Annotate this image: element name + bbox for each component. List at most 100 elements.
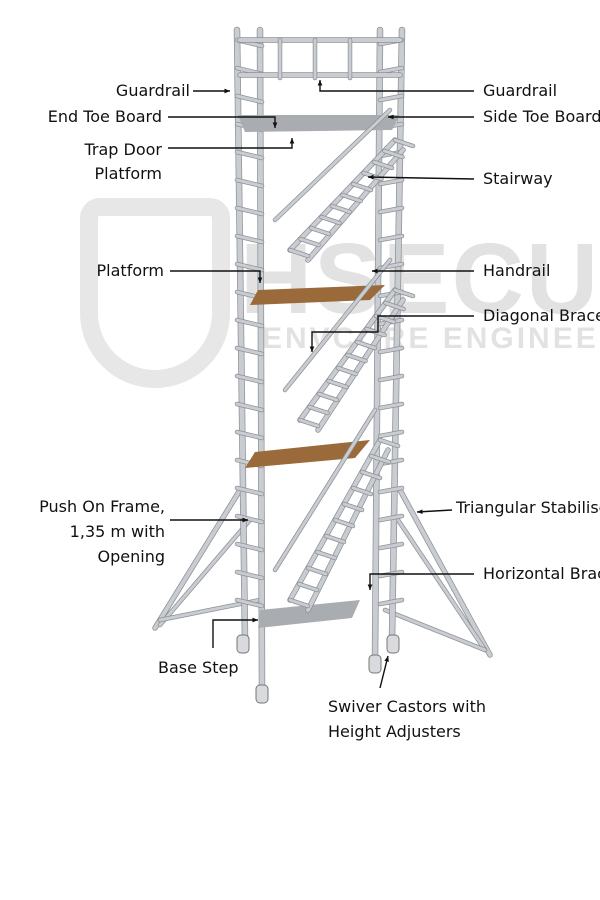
label-trap-door: Trap Door — [84, 140, 162, 159]
stair-step — [378, 438, 400, 448]
label-castors: Swiver Castors with — [328, 697, 486, 716]
leader-platform-head — [257, 277, 263, 283]
label-diagonal-brace: Diagonal Brace — [483, 306, 600, 325]
stair-step — [299, 237, 320, 247]
stair-step — [306, 566, 328, 576]
stair-step — [360, 470, 382, 480]
label-platform: Platform — [96, 261, 164, 280]
label-end-toe-board: End Toe Board — [47, 107, 162, 126]
stair-step — [315, 550, 337, 560]
stabiliser-right-brace — [396, 518, 487, 652]
handrail-tube — [273, 408, 377, 572]
stabiliser-right — [398, 488, 492, 657]
stair-step — [372, 160, 394, 170]
stair-step — [383, 149, 404, 159]
frame-rung — [235, 234, 264, 244]
frame-rung — [235, 262, 264, 272]
frame-rung — [235, 542, 264, 552]
stair-step — [393, 288, 415, 298]
label-stairway: Stairway — [483, 169, 553, 188]
stair-step — [355, 340, 377, 350]
leader-triangular-stabiliser-head — [417, 509, 423, 515]
frame-rung — [378, 374, 404, 382]
stair-step — [288, 248, 310, 258]
frame-rung — [235, 318, 264, 328]
frame-rung — [378, 402, 404, 410]
handrail-tube — [283, 258, 392, 392]
stabiliser-right-foot — [383, 608, 487, 652]
leader-stairway — [367, 176, 475, 180]
frame-rung — [378, 542, 404, 550]
leader-stairway-head — [368, 174, 374, 180]
leader-guardrail-left-head — [224, 88, 230, 94]
leader-base-step — [212, 619, 258, 648]
stair-step — [369, 454, 391, 464]
stair-step — [336, 366, 358, 376]
stair-step — [324, 534, 346, 544]
stair-step — [298, 418, 320, 428]
label-handrail: Handrail — [483, 261, 551, 280]
label-push-on-frame-2: 1,35 m with — [69, 522, 165, 541]
label-triangular-stabiliser: Triangular Stabiliser — [456, 498, 600, 517]
stair-step — [327, 379, 348, 389]
leader-guardrail-right-head — [317, 80, 323, 86]
frame-rung — [378, 66, 404, 74]
stair-step — [308, 405, 329, 415]
leader-push-on-frame-head — [242, 517, 248, 523]
frame-rung — [235, 150, 264, 160]
frame-rung — [235, 178, 264, 188]
frame-rung — [378, 94, 404, 102]
frame-rung — [378, 514, 404, 522]
upright-post-3 — [389, 27, 405, 643]
leader-horizontal-brace-head — [367, 584, 373, 590]
frame-rung — [378, 486, 404, 494]
label-trap-door-platform: Platform — [94, 164, 162, 183]
platform-deck-lower — [245, 440, 370, 468]
frame-rung — [235, 374, 264, 384]
stair-step — [333, 518, 355, 528]
leader-base-step-head — [252, 617, 258, 623]
stair-step — [320, 215, 341, 225]
frame-rung — [235, 206, 264, 216]
stair-step — [351, 486, 373, 496]
stair-step — [393, 138, 415, 148]
leader-diagonal-brace — [311, 315, 474, 352]
leader-side-toe-board-head — [388, 114, 394, 120]
base-step-deck — [258, 600, 360, 628]
stair-step — [351, 182, 373, 192]
stabiliser-left-brace — [158, 518, 252, 627]
platform-deck — [250, 285, 385, 305]
upright-post-2 — [372, 27, 383, 663]
leader-guardrail-right — [319, 80, 474, 92]
frame-rung — [235, 598, 264, 608]
leader-platform — [170, 270, 261, 283]
leader-triangular-stabiliser — [416, 509, 453, 513]
stair-step — [297, 582, 319, 592]
leader-end-toe-board-head — [272, 122, 278, 128]
stair-step — [317, 392, 339, 402]
label-guardrail-right: Guardrail — [483, 81, 558, 100]
leader-handrail-head — [372, 268, 378, 274]
stair-step — [374, 314, 396, 324]
frame-rung — [378, 598, 404, 606]
frame-rung — [235, 346, 264, 356]
stair-step — [346, 353, 367, 363]
leader-trap-door — [168, 138, 293, 149]
stair-step — [384, 301, 405, 311]
castor-wheel — [236, 634, 250, 654]
stair-step — [309, 226, 331, 236]
leader-diagonal-brace-head — [309, 346, 315, 352]
frame-rung — [378, 346, 404, 354]
leader-trap-door-head — [289, 138, 295, 144]
frame-rung — [235, 514, 264, 524]
frame-rung — [235, 94, 264, 104]
frame-rung — [235, 430, 264, 440]
frame-rung — [378, 430, 404, 438]
upright-post-0 — [234, 27, 248, 643]
frame-rung — [378, 178, 404, 186]
stair-step — [288, 598, 310, 608]
castor-wheel — [368, 654, 382, 674]
handrail-tube — [273, 108, 392, 222]
